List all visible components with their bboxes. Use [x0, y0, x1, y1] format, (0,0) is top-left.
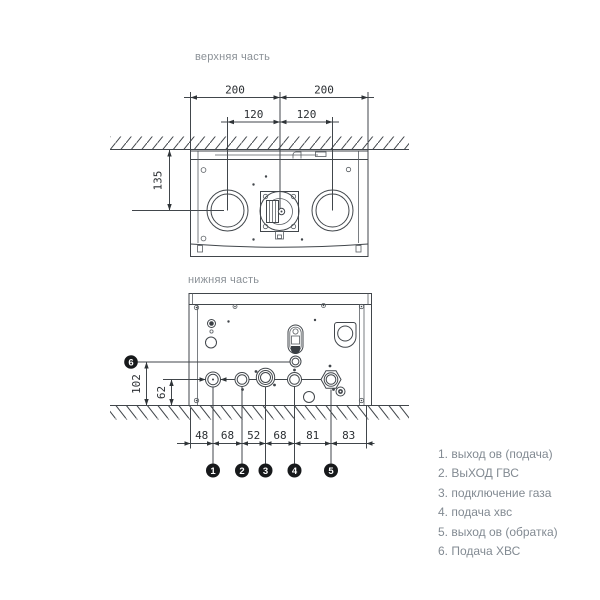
- dim-102: 102: [130, 374, 143, 394]
- dim-48: 48: [195, 429, 208, 442]
- bottom-ground-hatch: [110, 405, 409, 420]
- legend-item-6: 6. Подача ХВС: [438, 544, 521, 559]
- dim-68-a: 68: [221, 429, 234, 442]
- legend-item-5: 5. выход ов (обратка): [438, 524, 558, 539]
- callout-6: 6: [124, 355, 138, 369]
- fitting-3-gas-connection: [255, 367, 276, 388]
- callout-5-number: 5: [328, 466, 334, 477]
- callout-4-number: 4: [292, 466, 298, 477]
- callout-6-number: 6: [128, 357, 133, 368]
- callout-1: 1: [206, 463, 220, 478]
- fitting-5-heating-return: [320, 370, 342, 389]
- flue-opening-left: [206, 189, 249, 232]
- fitting-1-heating-supply: [205, 371, 221, 388]
- top-view-boiler: [190, 150, 369, 257]
- fitting-6-cold-water-inlet: [289, 355, 302, 368]
- fitting-2-hot-water-outlet: [234, 372, 250, 387]
- top-section-label: верхняя часть: [195, 51, 271, 63]
- dim-83: 83: [342, 429, 355, 442]
- legend-item-3: 3. подключение газа: [438, 485, 552, 500]
- center-bracket: [287, 324, 304, 354]
- flue-opening-right: [311, 189, 354, 232]
- legend: 1. выход ов (подача) 2. ВыХОД ГВС 3. под…: [438, 445, 598, 561]
- dim-135: 135: [152, 171, 165, 191]
- dim-120-right: 120: [297, 108, 317, 121]
- fan-assembly: [259, 191, 300, 240]
- dim-62: 62: [155, 386, 168, 399]
- dim-200-left: 200: [225, 84, 245, 97]
- legend-item-2: 2. ВыХОД ГВС: [438, 466, 519, 481]
- bottom-dimension-chain: 48 68 52 68 81 83 1 2 3 4: [177, 386, 375, 478]
- callout-5: 5: [324, 463, 338, 478]
- callout-2: 2: [235, 463, 249, 478]
- bottom-section-label: нижняя часть: [188, 274, 260, 286]
- legend-item-1: 1. выход ов (подача): [438, 447, 553, 461]
- top-wall-hatch: [110, 136, 409, 150]
- legend-item-4: 4. подача хвс: [438, 505, 513, 520]
- callout-4: 4: [287, 463, 302, 478]
- callout-3: 3: [258, 463, 273, 478]
- dim-120-left: 120: [244, 108, 264, 121]
- callout-1-number: 1: [210, 466, 216, 477]
- dim-200-right: 200: [314, 84, 334, 97]
- dim-81: 81: [306, 429, 319, 442]
- callout-2-number: 2: [239, 466, 244, 477]
- bottom-datums-and-fittings: 6 102 62: [124, 355, 342, 406]
- bottom-view-boiler: [188, 293, 372, 406]
- dim-52: 52: [247, 429, 260, 442]
- dim-68-b: 68: [273, 429, 286, 442]
- fitting-4-cold-water-supply: [287, 372, 302, 387]
- callout-3-number: 3: [263, 466, 268, 477]
- top-dimensions: 200 200 120 120 135: [132, 84, 374, 212]
- right-bracket: [334, 322, 357, 348]
